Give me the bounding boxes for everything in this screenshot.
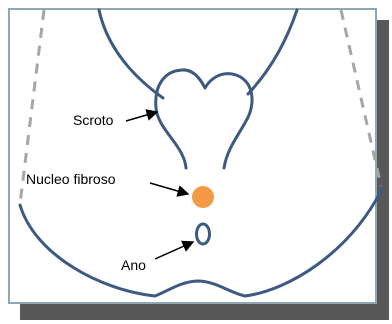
scrotum-outline [156,70,252,168]
anus-outline [197,224,210,244]
scrotum-label: Scroto [73,112,113,128]
fibrous-nucleus-label: Nucleo fibroso [26,171,116,187]
fibrous-nucleus-arrow [150,183,188,194]
anus-arrow [155,242,193,259]
scrotum-arrow [126,112,157,121]
left-inner-thigh-outline [99,10,163,98]
anus-label: Ano [121,257,146,273]
right-thigh-dashed-line [341,10,381,186]
fibrous-nucleus-dot [192,186,214,208]
right-inner-thigh-outline [248,10,297,94]
